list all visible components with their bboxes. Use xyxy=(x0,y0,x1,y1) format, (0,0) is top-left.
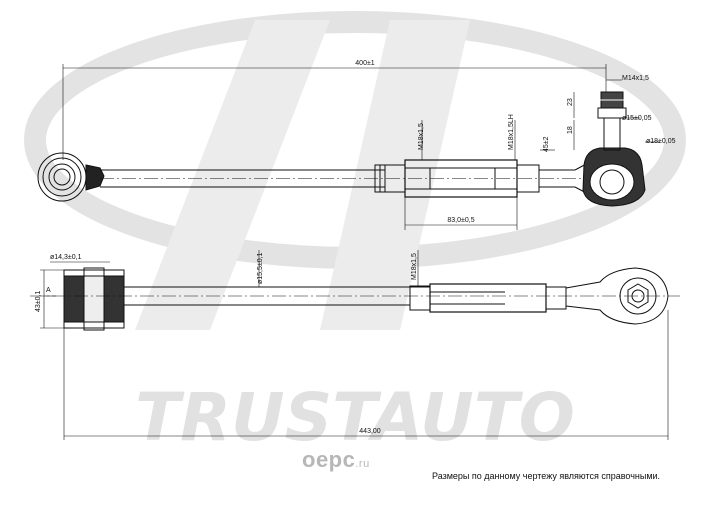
dim-thread-bottom: M18x1,5 xyxy=(411,253,418,280)
top-dimensions xyxy=(62,64,660,230)
dim-ball-dia: ø18±0,05 xyxy=(646,138,676,145)
bottom-view xyxy=(30,267,680,331)
dim-stud-23: 23 xyxy=(567,98,574,106)
section-mark: A xyxy=(46,287,51,294)
top-view xyxy=(37,91,646,207)
dim-thread-right: M18x1,5LH xyxy=(508,114,515,150)
site-logo-text: oepc xyxy=(302,447,356,472)
dim-sleeve-length: 83,0±0,5 xyxy=(447,217,474,224)
dim-bushing-dia: ø14,3±0,1 xyxy=(50,254,82,261)
dim-stud-18: 18 xyxy=(567,126,574,134)
dim-bottom-length: 443,00 xyxy=(359,428,381,435)
bottom-dimensions xyxy=(40,250,669,440)
dim-stud-thread: M14x1,5 xyxy=(622,75,649,82)
dim-bushing-width: 43±0,1 xyxy=(35,291,42,312)
dim-rod-dia: ø15,5±0,1 xyxy=(257,252,264,284)
dim-stud-dia: ø15±0,05 xyxy=(622,115,652,122)
site-logo-tld: .ru xyxy=(355,458,370,470)
dim-thread-left: M18x1,5 xyxy=(418,123,425,150)
watermark xyxy=(24,11,686,330)
dim-top-length: 400±1 xyxy=(355,60,375,67)
disclaimer-note: Размеры по данному чертежу являются спра… xyxy=(432,471,661,481)
site-logo: oepc.ru xyxy=(302,447,370,473)
brand-watermark: TRUSTAUTO xyxy=(135,379,575,456)
dim-angle: 45±2 xyxy=(543,136,550,152)
